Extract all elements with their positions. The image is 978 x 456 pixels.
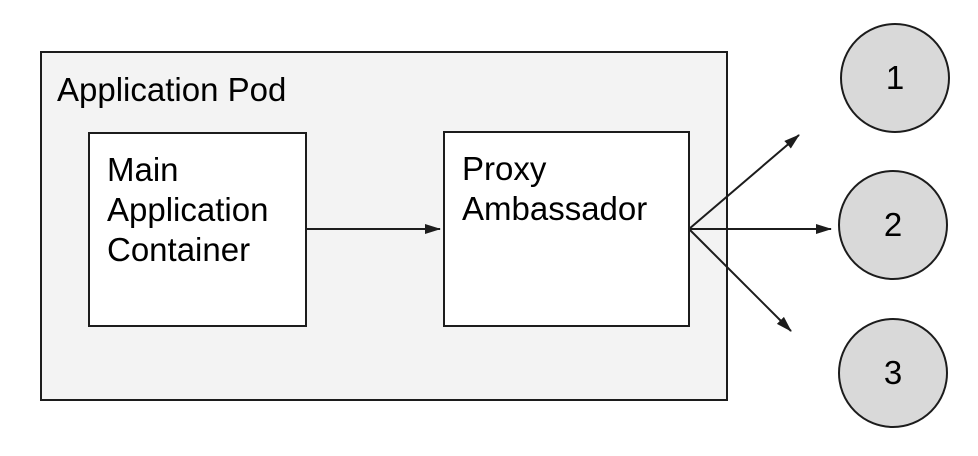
- target-node-2: 2: [838, 170, 948, 280]
- node-main-application-container: Main Application Container: [88, 132, 307, 327]
- application-pod-label: Application Pod: [57, 71, 287, 108]
- target-node-1-label: 1: [885, 59, 905, 96]
- target-node-3: 3: [838, 318, 948, 428]
- target-node-2-label: 2: [883, 206, 903, 243]
- node-proxy-ambassador: Proxy Ambassador: [443, 131, 690, 327]
- node-main-application-container-label: Main Application Container: [107, 151, 269, 268]
- target-node-3-label: 3: [883, 354, 903, 391]
- target-node-1: 1: [840, 23, 950, 133]
- node-proxy-ambassador-label: Proxy Ambassador: [462, 150, 648, 227]
